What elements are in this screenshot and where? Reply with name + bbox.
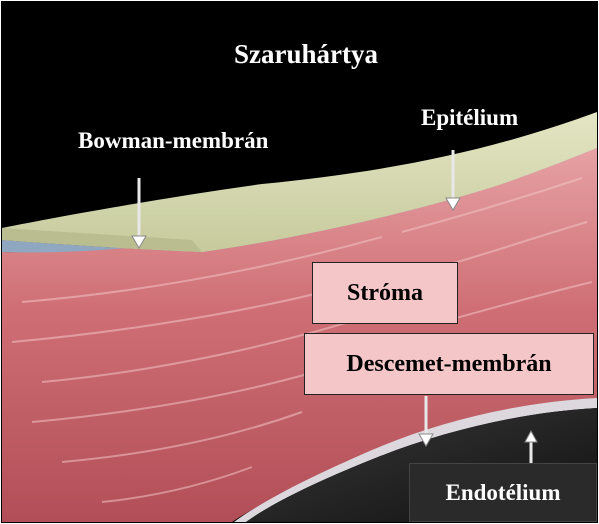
label-box-descemet: Descemet-membrán: [304, 333, 594, 395]
diagram-title: Szaruhártya: [234, 39, 378, 70]
label-bowman-membran: Bowman-membrán: [78, 128, 268, 154]
label-endotelium: Endotélium: [445, 480, 560, 506]
label-stroma: Stróma: [347, 280, 423, 307]
label-box-stroma: Stróma: [312, 262, 458, 324]
label-box-endotelium: Endotélium: [409, 463, 597, 522]
label-descemet-membran: Descemet-membrán: [346, 351, 551, 378]
label-epitelium: Epitélium: [421, 105, 518, 131]
